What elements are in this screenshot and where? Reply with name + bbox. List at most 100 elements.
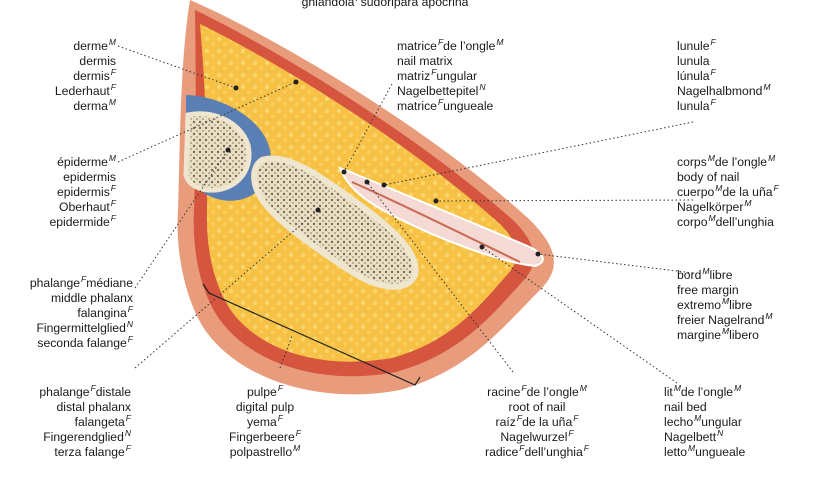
label-line: free margin <box>677 283 815 298</box>
gender-marker: M <box>702 266 709 276</box>
label-line: nail bed <box>664 400 814 415</box>
gender-marker: M <box>109 97 116 107</box>
gender-marker: N <box>717 428 723 438</box>
label-line: polpastrelloM <box>210 445 320 460</box>
label-line: LederhautF <box>20 84 116 99</box>
label-line: lunuleF <box>677 39 815 54</box>
label-line: freier NagelrandM <box>677 313 815 328</box>
label-line: pulpeF <box>210 385 320 400</box>
gender-marker: F <box>711 97 716 107</box>
label-line: distal phalanx <box>0 400 131 415</box>
gender-marker: M <box>293 443 300 453</box>
label-line: matrizFungular <box>397 69 557 84</box>
gender-marker: F <box>278 383 283 393</box>
gender-marker: M <box>496 37 503 47</box>
label-corps: corpsMde l’ongleMbody of nailcuerpoMde l… <box>677 155 817 230</box>
label-line: dermeM <box>20 39 116 54</box>
label-line: epidermisF <box>20 185 116 200</box>
gender-marker: F <box>573 413 578 423</box>
label-line: dermisF <box>20 69 116 84</box>
label-line: phalangeFdistale <box>0 385 131 400</box>
label-line: radiceFdell’unghiaF <box>462 445 612 460</box>
gender-marker: F <box>111 183 116 193</box>
label-line: ghiandolaFsudoripara apocrina <box>270 0 500 10</box>
label-line: dermis <box>20 54 116 69</box>
gender-marker: F <box>584 443 589 453</box>
label-line: NagelbettepitelN <box>397 84 557 99</box>
label-line: root of nail <box>462 400 612 415</box>
label-line: raízFde la uñaF <box>462 415 612 430</box>
label-pulpe: pulpeFdigital pulpyemaFFingerbeereFpolpa… <box>210 385 320 460</box>
label-line: bordMlibre <box>677 268 815 283</box>
gender-marker: F <box>111 198 116 208</box>
label-line: extremoMlibre <box>677 298 815 313</box>
gender-marker: M <box>765 311 772 321</box>
label-line: lunulaF <box>677 99 815 114</box>
label-line: epidermideF <box>20 215 116 230</box>
gender-marker: F <box>111 67 116 77</box>
gender-marker: M <box>734 383 741 393</box>
gender-marker: F <box>111 82 116 92</box>
label-line: corpoMdell’unghia <box>677 215 817 230</box>
label-line: seconda falangeF <box>0 336 133 351</box>
label-line: racineFde l’ongleM <box>462 385 612 400</box>
gender-marker: N <box>125 428 131 438</box>
label-line: body of nail <box>677 170 817 185</box>
label-line: terza falangeF <box>0 445 131 460</box>
gender-marker: F <box>568 428 573 438</box>
label-line: margineMlibero <box>677 328 815 343</box>
label-line: FingerendgliedN <box>0 430 131 445</box>
gender-marker: M <box>580 383 587 393</box>
label-line: FingermittelgliedN <box>0 321 133 336</box>
label-line: nail matrix <box>397 54 557 69</box>
gender-marker: M <box>768 155 775 163</box>
label-line: falangetaF <box>0 415 131 430</box>
label-line: litMde l’ongleM <box>664 385 814 400</box>
gender-marker: N <box>479 82 485 92</box>
label-line: lettoMungueale <box>664 445 814 460</box>
label-line: NagelhalbmondM <box>677 84 815 99</box>
label-line: matriceFde l’ongleM <box>397 39 557 54</box>
gender-marker: M <box>763 82 770 92</box>
label-line: épidermeM <box>20 155 116 170</box>
label-line: lunula <box>677 54 815 69</box>
leader-bord <box>538 254 693 273</box>
gender-marker: F <box>774 183 779 193</box>
gender-marker: F <box>128 304 133 314</box>
label-line: corpsMde l’ongleM <box>677 155 817 170</box>
gender-marker: M <box>674 383 681 393</box>
gender-marker: F <box>296 428 301 438</box>
gender-marker: F <box>711 67 716 77</box>
label-line: lechoMungular <box>664 415 814 430</box>
label-line: NagelbettN <box>664 430 814 445</box>
gender-marker: F <box>111 213 116 223</box>
label-line: lúnulaF <box>677 69 815 84</box>
label-line: dermaM <box>20 99 116 114</box>
gender-marker: F <box>278 413 283 423</box>
gender-marker: F <box>126 413 131 423</box>
gender-marker: N <box>127 319 133 329</box>
label-line: phalangeFmédiane <box>0 276 133 291</box>
label-top-gland: ghiandolaFsudoripara apocrina <box>270 0 500 10</box>
gender-marker: F <box>126 443 131 453</box>
label-line: yemaF <box>210 415 320 430</box>
label-line: NagelkörperM <box>677 200 817 215</box>
gender-marker: F <box>711 37 716 47</box>
label-line: epidermis <box>20 170 116 185</box>
label-line: middle phalanx <box>0 291 133 306</box>
label-line: matriceFungueale <box>397 99 557 114</box>
label-line: OberhautF <box>20 200 116 215</box>
gender-marker: M <box>744 198 751 208</box>
gender-marker: M <box>708 155 715 163</box>
label-line: NagelwurzelF <box>462 430 612 445</box>
label-line: FingerbeereF <box>210 430 320 445</box>
gender-marker: M <box>709 213 716 223</box>
